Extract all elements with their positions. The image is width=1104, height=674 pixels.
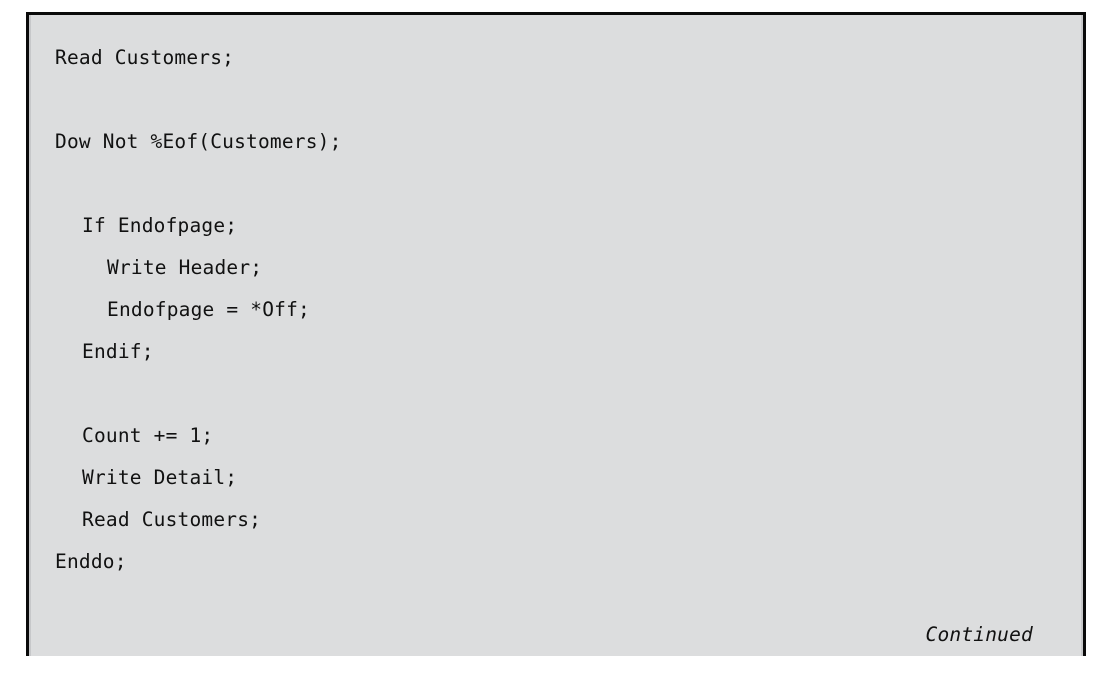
code-blank-line bbox=[29, 373, 1083, 415]
code-blank-line bbox=[29, 79, 1083, 121]
code-line: Enddo; bbox=[55, 550, 127, 573]
code-line: If Endofpage; bbox=[82, 214, 238, 237]
code-panel: Read Customers; Dow Not %Eof(Customers); I… bbox=[26, 12, 1086, 656]
code-line: Write Header; bbox=[107, 256, 263, 279]
code-line: Dow Not %Eof(Customers); bbox=[55, 130, 342, 153]
code-listing: Read Customers; Dow Not %Eof(Customers); I… bbox=[29, 15, 1083, 583]
code-line: Count += 1; bbox=[82, 424, 214, 447]
code-blank-line bbox=[29, 163, 1083, 205]
code-line: Read Customers; bbox=[82, 508, 262, 531]
code-line: Endif; bbox=[82, 340, 154, 363]
continued-label: Continued bbox=[925, 623, 1033, 646]
code-line: Endofpage = *Off; bbox=[107, 298, 310, 321]
code-line: Read Customers; bbox=[55, 46, 235, 69]
code-line: Write Detail; bbox=[82, 466, 238, 489]
